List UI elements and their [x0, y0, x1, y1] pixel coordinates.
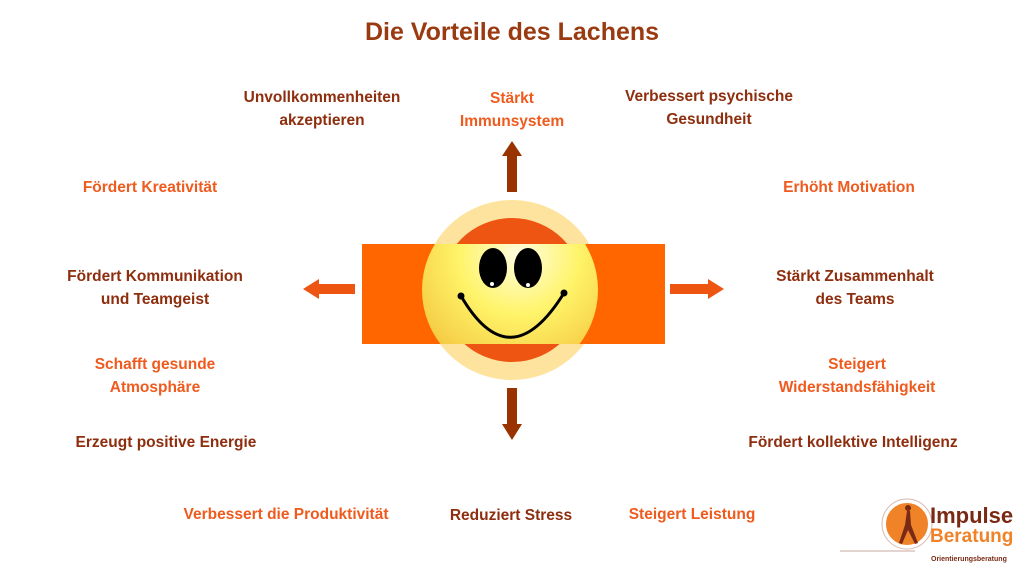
smiley-face [422, 244, 598, 344]
logo-tagline: Orientierungsberatung [931, 556, 1007, 563]
smile-icon [459, 292, 566, 339]
benefit-left-4: Erzeugt positive Energie [75, 434, 257, 451]
arrow-up-icon [502, 141, 522, 192]
benefit-bottom-left: Verbessert die Produktivität [183, 506, 389, 523]
logo-name: Impulse [930, 503, 1014, 528]
right-eye-icon [514, 248, 542, 288]
benefit-top-left: Unvollkommenheiten akzeptieren [243, 89, 401, 129]
left-eye-icon [479, 248, 507, 288]
benefit-right-3: Steigert Widerstandsfähigkeit [778, 356, 936, 396]
benefit-left-2: Fördert Kommunikation und Teamgeist [67, 268, 243, 308]
benefit-bottom: Reduziert Stress [449, 507, 573, 524]
arrow-down-icon [502, 388, 522, 440]
arrow-left-icon [303, 279, 355, 299]
arrow-right-icon [670, 279, 724, 299]
walking-person-icon [899, 505, 918, 544]
benefit-left-3: Schafft gesunde Atmosphäre [94, 356, 216, 396]
logo-name-2: Beratung [930, 526, 1014, 547]
benefit-bottom-right: Steigert Leistung [628, 506, 756, 523]
benefit-left-1: Fördert Kreativität [82, 179, 218, 196]
benefit-right-1: Erhöht Motivation [783, 179, 915, 196]
benefit-right-2: Stärkt Zusammenhalt des Teams [776, 268, 934, 308]
slide-title: Die Vorteile des Lachens [364, 18, 660, 46]
benefit-top-right: Verbessert psychische Gesundheit [624, 88, 794, 128]
benefit-right-4: Fördert kollektive Intelligenz [748, 434, 958, 451]
benefit-top: Stärkt Immunsystem [459, 90, 565, 130]
